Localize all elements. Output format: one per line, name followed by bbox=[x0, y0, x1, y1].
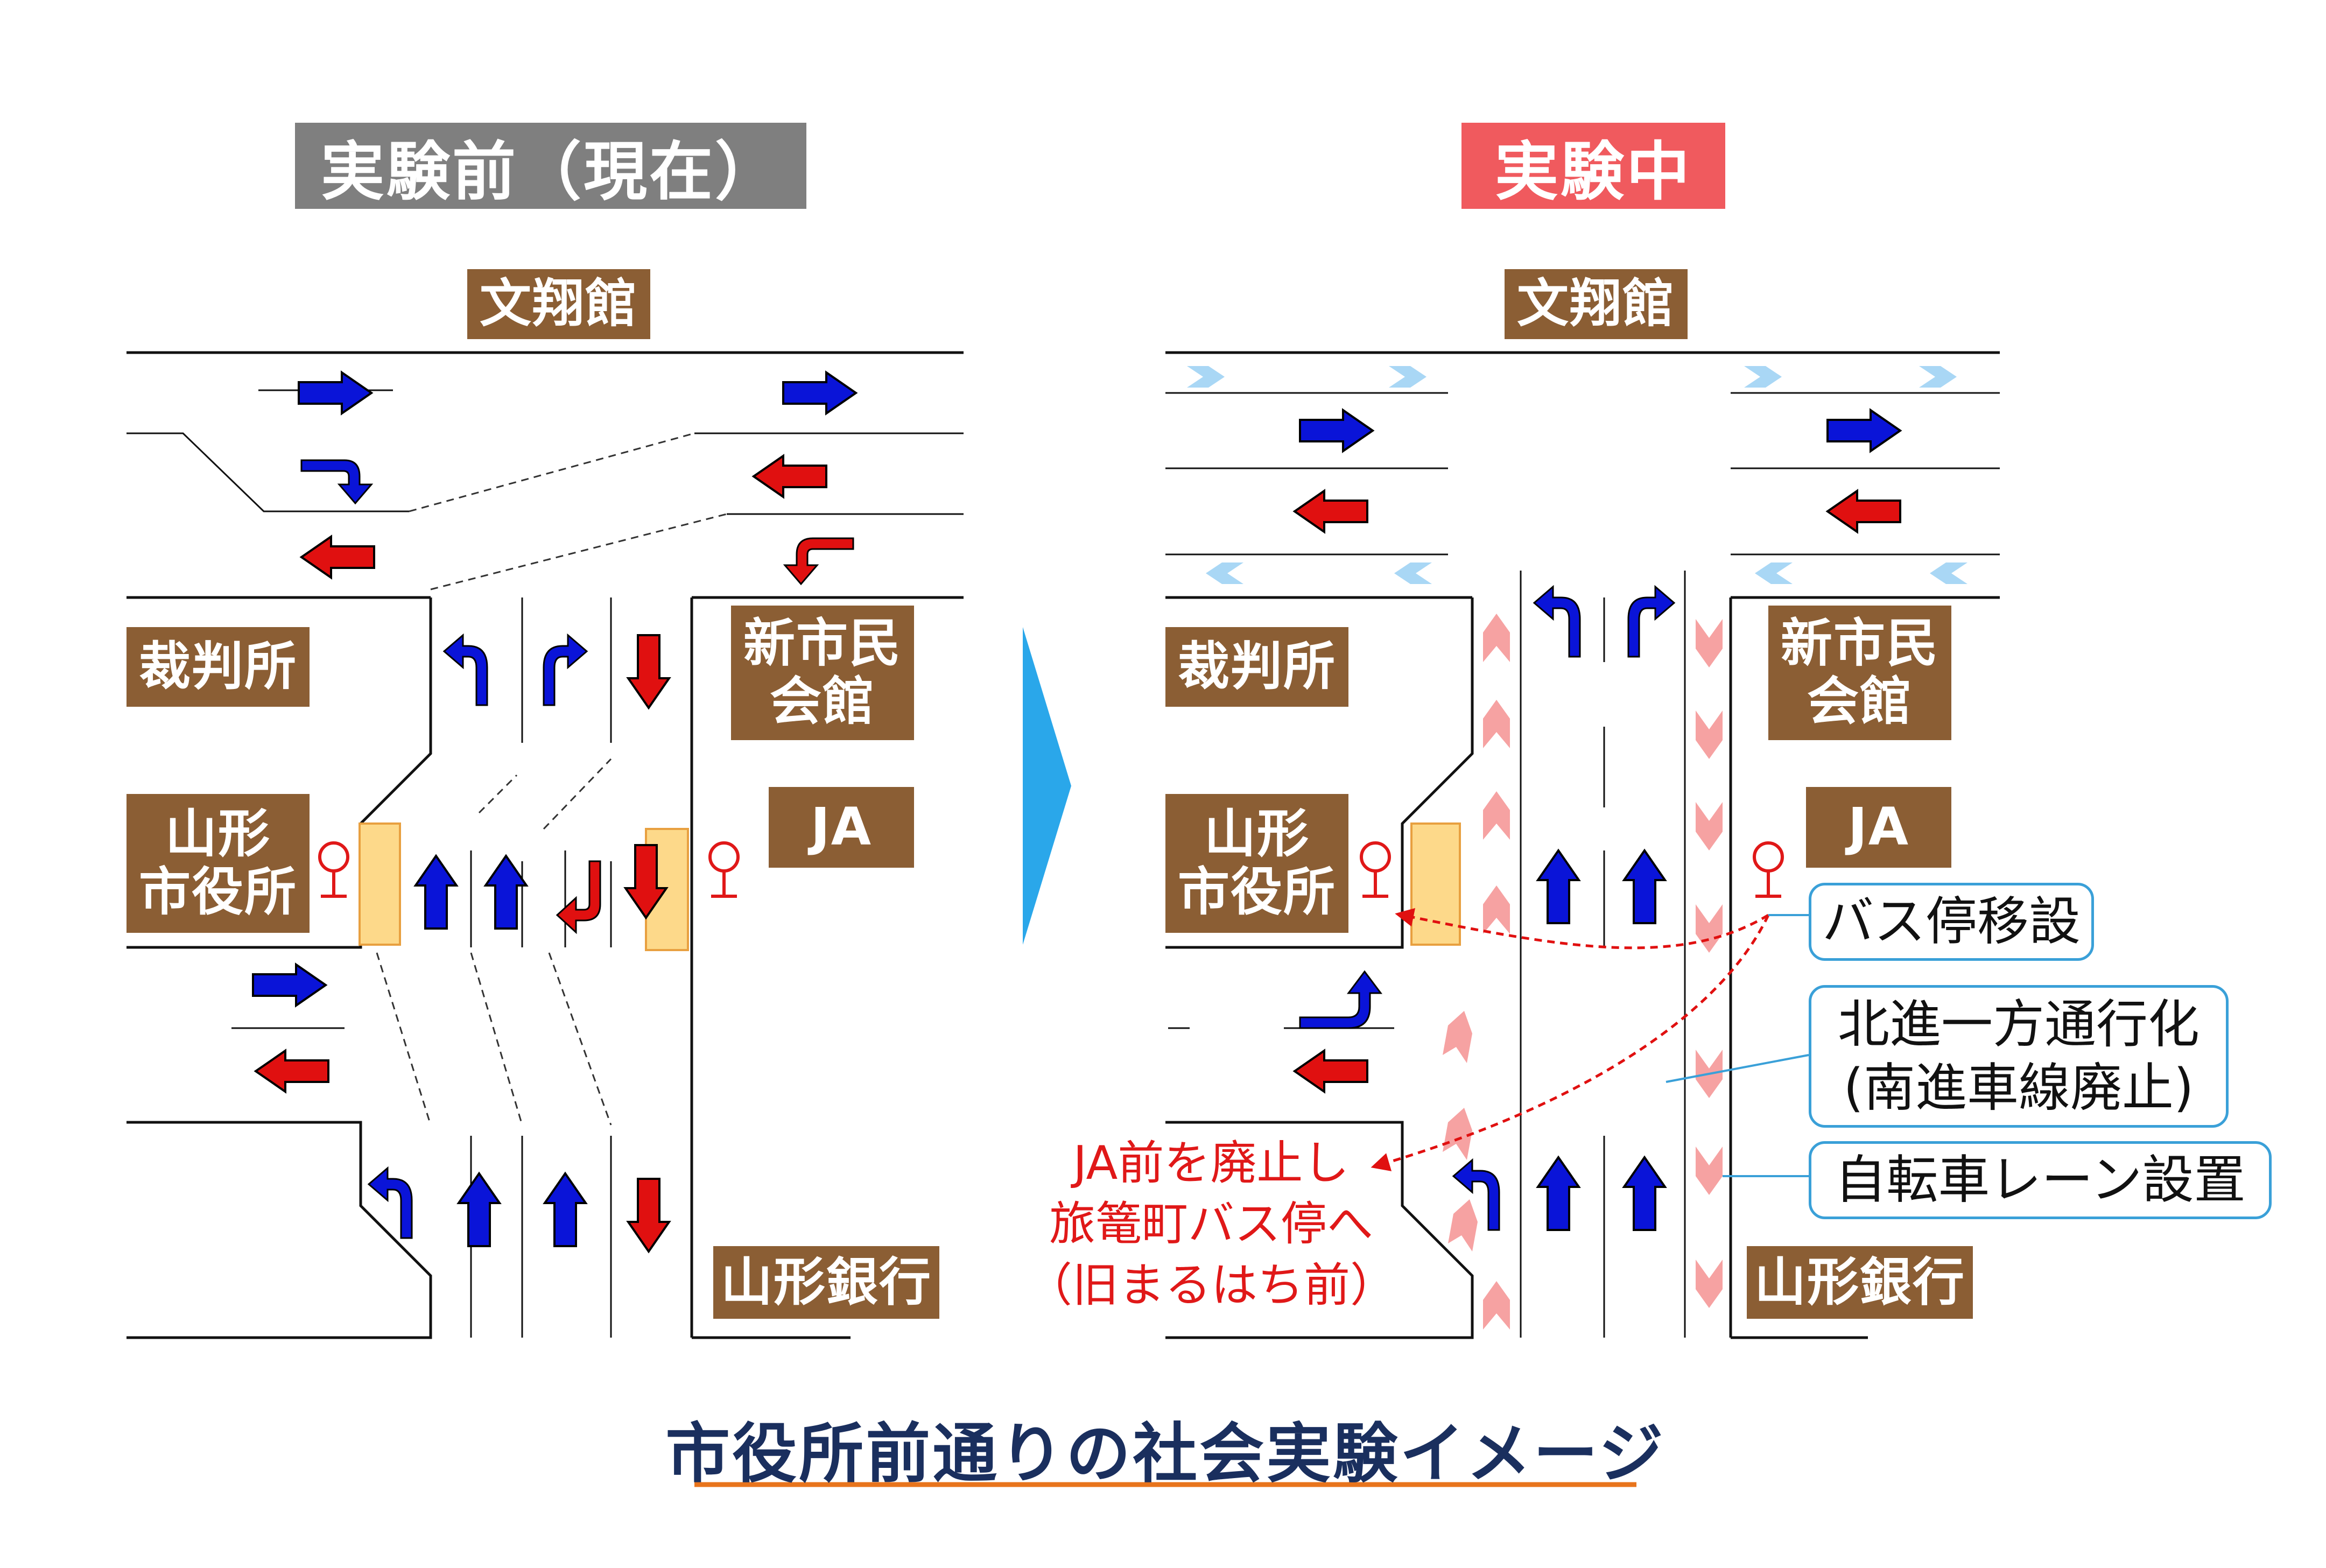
place-label-ja: JA bbox=[1806, 787, 1951, 868]
chevron-icon bbox=[1187, 366, 1225, 388]
chevron-icon bbox=[1696, 711, 1723, 759]
chevron-icon bbox=[1744, 366, 1782, 388]
before-guide-lines bbox=[376, 432, 727, 1126]
arrow-straight bbox=[1623, 849, 1666, 924]
arrow-straight bbox=[300, 536, 375, 579]
chevron-icon bbox=[1448, 1199, 1478, 1251]
before-arrows bbox=[252, 371, 857, 1253]
chevron-icon bbox=[1696, 802, 1723, 850]
bus-stop-icon bbox=[1360, 841, 1391, 898]
chevron-icon bbox=[1394, 562, 1432, 584]
arrow-straight bbox=[414, 855, 458, 930]
arrow-straight bbox=[627, 634, 670, 709]
arrow-straight bbox=[252, 964, 327, 1007]
bike-lane-east bbox=[1696, 619, 1723, 1308]
place-label-city-hall: 山形 市役所 bbox=[127, 794, 310, 933]
arrow-straight bbox=[753, 455, 827, 498]
chevron-icon bbox=[1483, 700, 1510, 748]
chevron-icon bbox=[1443, 1108, 1472, 1160]
bus-stop-platform-west bbox=[359, 822, 401, 946]
arrow-turn-left bbox=[367, 1166, 413, 1239]
arrow-straight bbox=[298, 371, 373, 414]
chevron-icon bbox=[1483, 1281, 1510, 1330]
chevron-icon bbox=[1443, 1011, 1472, 1063]
arrow-straight bbox=[1537, 1156, 1580, 1231]
place-label-ja: JA bbox=[769, 787, 914, 868]
bus-stop-platform-new bbox=[1410, 822, 1461, 946]
bike-lane-chevrons bbox=[1443, 614, 1723, 1330]
panel-during bbox=[1165, 351, 2000, 1339]
place-label-bunshokan: 文翔館 bbox=[467, 269, 650, 339]
chevron-icon bbox=[1696, 1260, 1723, 1308]
callout-bus-stop-move: バス停移設 bbox=[1809, 883, 2094, 961]
before-road-lines bbox=[127, 351, 964, 1339]
chevron-icon bbox=[1206, 562, 1243, 584]
panel-during-heading: 実験中 bbox=[1461, 123, 1725, 209]
bus-stop-abolish-note: JA前を廃止し 旅篭町バス停へ （旧まるはち前） bbox=[1026, 1136, 1396, 1312]
chevron-icon bbox=[1483, 791, 1510, 840]
transition-arrow-icon bbox=[1023, 627, 1071, 945]
callout-connectors bbox=[1666, 914, 1809, 1177]
arrow-turn-left bbox=[556, 860, 601, 934]
relocation-indicators bbox=[1371, 908, 1770, 1171]
road-chevrons bbox=[1187, 366, 1967, 584]
panel-before bbox=[127, 351, 964, 1339]
diagram-caption: 市役所前通りの社会実験イメージ bbox=[665, 1417, 1666, 1492]
arrow-straight bbox=[1537, 849, 1580, 924]
arrow-turn-left bbox=[1299, 970, 1382, 1029]
chevron-icon bbox=[1755, 562, 1793, 584]
arrow-straight bbox=[544, 1172, 587, 1247]
bus-stop-icon bbox=[1753, 841, 1784, 898]
callout-bike-lane: 自転車レーン設置 bbox=[1809, 1141, 2272, 1219]
place-label-civic-hall: 新市民 会館 bbox=[1768, 606, 1951, 740]
arrow-turn-left bbox=[442, 633, 488, 706]
place-label-bank: 山形銀行 bbox=[1747, 1246, 1973, 1319]
arrow-straight bbox=[627, 1178, 670, 1253]
place-label-court: 裁判所 bbox=[127, 627, 310, 707]
arrow-straight bbox=[1299, 409, 1374, 452]
arrow-turn-left bbox=[783, 537, 854, 586]
arrow-straight bbox=[1294, 1050, 1368, 1093]
arrow-straight bbox=[1826, 409, 1901, 452]
chevron-icon bbox=[1696, 1147, 1723, 1195]
arrow-straight bbox=[1294, 490, 1368, 533]
panel-before-heading: 実験前（現在） bbox=[295, 123, 806, 209]
arrow-turn-right bbox=[543, 633, 588, 706]
during-arrows bbox=[1294, 409, 1901, 1231]
chevron-icon bbox=[1483, 885, 1510, 934]
arrow-straight bbox=[1623, 1156, 1666, 1231]
place-label-city-hall: 山形 市役所 bbox=[1165, 794, 1348, 933]
chevron-icon bbox=[1919, 366, 1957, 388]
arrow-turn-right bbox=[1627, 585, 1676, 658]
chevron-icon bbox=[1930, 562, 1967, 584]
arrow-straight bbox=[782, 371, 857, 414]
place-label-bunshokan: 文翔館 bbox=[1505, 269, 1688, 339]
bus-stop-icon bbox=[318, 841, 349, 898]
arrow-turn-right bbox=[300, 459, 374, 505]
chevron-icon bbox=[1696, 904, 1723, 953]
chevron-icon bbox=[1483, 614, 1510, 662]
arrow-turn-left bbox=[1533, 585, 1581, 658]
during-road-lines bbox=[1165, 351, 2000, 1339]
arrow-straight bbox=[255, 1050, 329, 1093]
arrow-straight bbox=[484, 855, 528, 930]
place-label-civic-hall: 新市民 会館 bbox=[731, 606, 914, 740]
callout-one-way: 北進一方通行化 (南進車線廃止) bbox=[1809, 985, 2229, 1128]
place-label-court: 裁判所 bbox=[1165, 627, 1348, 707]
place-label-bank: 山形銀行 bbox=[713, 1246, 939, 1319]
chevron-icon bbox=[1696, 619, 1723, 667]
bus-stop-icon bbox=[708, 841, 740, 898]
arrow-straight bbox=[1826, 490, 1901, 533]
arrow-turn-left bbox=[1452, 1158, 1500, 1231]
chevron-icon bbox=[1389, 366, 1426, 388]
arrow-straight bbox=[458, 1172, 501, 1247]
bike-lane-west bbox=[1443, 614, 1510, 1330]
